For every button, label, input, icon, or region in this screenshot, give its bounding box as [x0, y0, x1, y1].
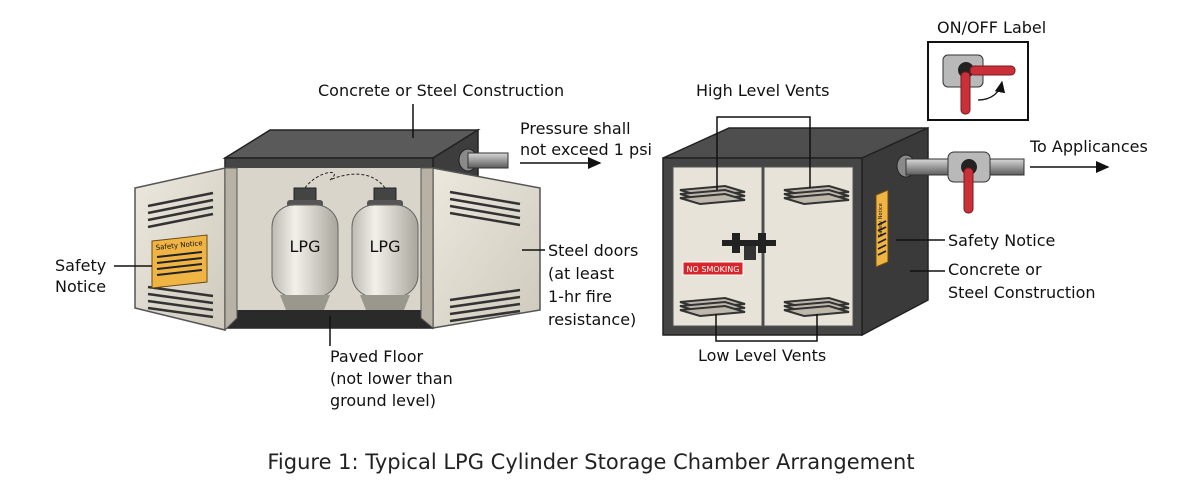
- on-off-label: ON/OFF Label: [937, 18, 1046, 37]
- left-chamber-floor: [225, 310, 433, 328]
- low-vent-left: [679, 296, 746, 318]
- left-door-vent-top: [147, 191, 214, 229]
- svg-text:Safety Notice: Safety Notice: [878, 203, 884, 237]
- on-off-label-inset: [927, 41, 1029, 121]
- pressure-label-line1: Pressure shall: [520, 119, 631, 138]
- construction-label-line2: Steel Construction: [948, 283, 1096, 302]
- right-door-vent-bottom: [449, 288, 521, 323]
- high-vent-left: [679, 184, 746, 206]
- right-door: [420, 167, 541, 330]
- floor-label-line3: ground level): [330, 391, 436, 410]
- left-chamber: LPG LPG: [134, 128, 541, 332]
- left-safety-notice-label-line2: Notice: [55, 277, 106, 296]
- lpg-cylinder-2: [351, 187, 419, 310]
- construction-label-line1: Concrete or: [948, 260, 1042, 279]
- left-top-label: Concrete or Steel Construction: [318, 81, 564, 100]
- right-safety-notice-sign: Safety Notice: [875, 189, 889, 268]
- svg-text:NO SMOKING: NO SMOKING: [687, 265, 740, 274]
- lpg-cylinder-1: [271, 187, 339, 310]
- cylinder-label-2: LPG: [370, 237, 401, 256]
- right-safety-notice-label: Safety Notice: [948, 231, 1055, 250]
- right-door-vent-top: [449, 190, 521, 227]
- doors-label-line4: resistance): [548, 310, 636, 329]
- low-vents-label: Low Level Vents: [698, 346, 826, 365]
- high-vents-label: High Level Vents: [696, 81, 829, 100]
- figure-caption: Figure 1: Typical LPG Cylinder Storage C…: [267, 450, 914, 474]
- left-safety-notice-sign: Safety Notice: [151, 234, 208, 289]
- cylinder-label-1: LPG: [290, 237, 321, 256]
- pressure-label-line2: not exceed 1 psi: [520, 140, 652, 159]
- left-door-vent-bottom: [147, 285, 214, 319]
- left-door: Safety Notice: [134, 167, 238, 332]
- right-chamber: NO SMOKING Safety Notice: [662, 126, 1025, 337]
- high-vent-right: [783, 184, 850, 206]
- padlock-icon: [722, 233, 776, 260]
- left-outlet-pipe: [458, 148, 509, 172]
- left-safety-notice-label-line1: Safety: [55, 256, 106, 275]
- to-appliances-label: To Applicances: [1029, 137, 1148, 156]
- floor-label-line1: Paved Floor: [330, 347, 424, 366]
- doors-label-line3: 1-hr fire: [548, 287, 612, 306]
- doors-label-line2: (at least: [548, 264, 614, 283]
- outlet-pipe-valve: [896, 151, 1025, 214]
- floor-label-line2: (not lower than: [330, 369, 453, 388]
- no-smoking-sign: NO SMOKING: [682, 261, 744, 276]
- doors-label-line1: Steel doors: [548, 241, 638, 260]
- low-vent-right: [783, 296, 850, 318]
